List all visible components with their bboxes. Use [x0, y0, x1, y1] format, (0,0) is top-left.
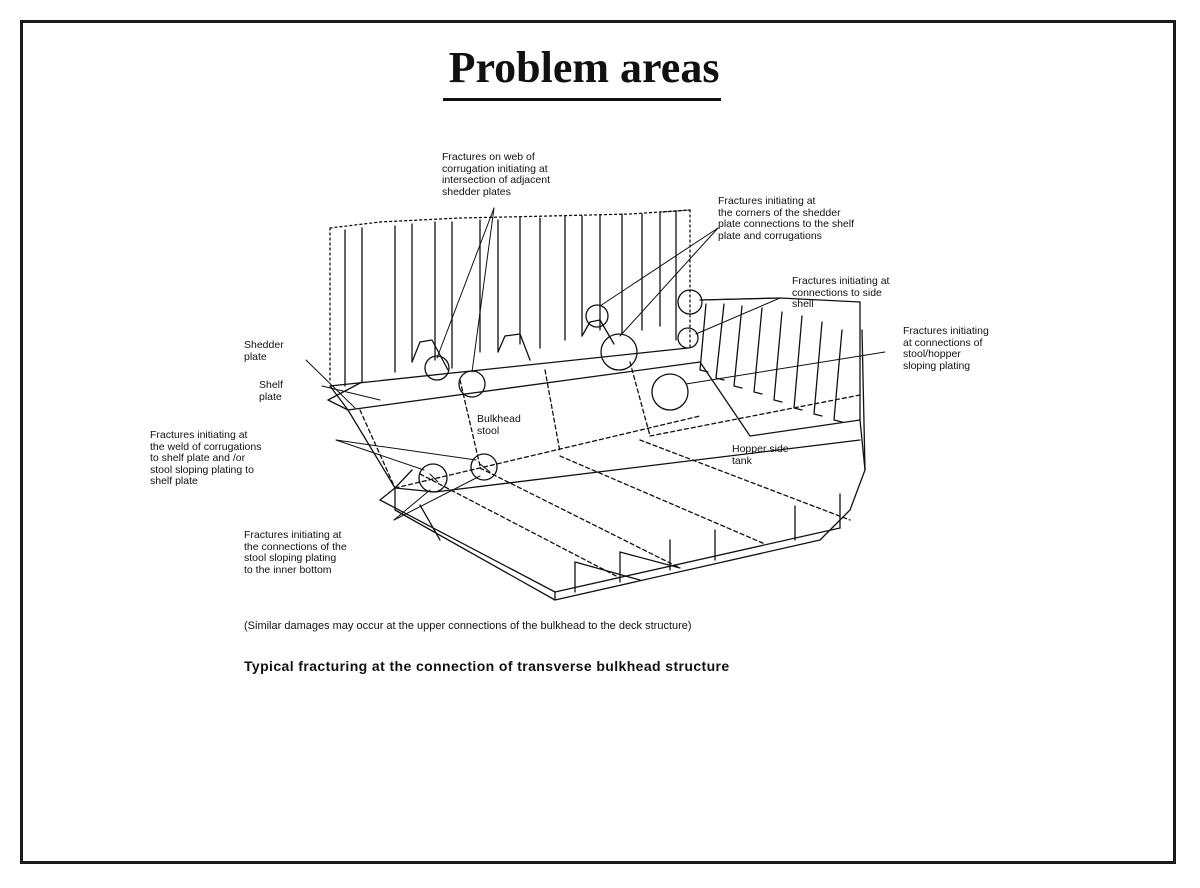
hopper-side-tank — [699, 297, 866, 541]
label-hopper-side-tank: Hopper side tank — [732, 443, 789, 467]
corrugation-lines — [344, 211, 677, 387]
label-bulkhead-stool: Bulkhead stool — [477, 413, 521, 437]
label-fractures-web-corrugation: Fractures on web of corrugation initiati… — [442, 151, 550, 198]
label-fractures-shedder-corners: Fractures initiating at the corners of t… — [718, 195, 855, 242]
shedder-plates — [411, 319, 615, 371]
shelf-plate — [327, 347, 701, 411]
slide-title: Problem areas — [448, 43, 720, 92]
label-fractures-inner-bottom: Fractures initiating at the connections … — [244, 529, 347, 576]
label-shelf-plate: Shelf plate — [259, 379, 283, 403]
leader-lines — [305, 207, 886, 521]
fracture-circles — [418, 289, 703, 493]
stool-sloping-plating — [347, 361, 751, 489]
title-underline — [443, 98, 721, 101]
label-shedder-plate: Shedder plate — [244, 339, 284, 363]
corrugated-bulkhead — [329, 209, 691, 381]
slide-frame — [20, 20, 1176, 864]
side-shell-frames — [699, 303, 843, 423]
label-fractures-stool-hopper: Fractures initiating at connections of s… — [903, 325, 989, 372]
similar-damage-note: (Similar damages may occur at the upper … — [244, 620, 692, 632]
label-fractures-weld: Fractures initiating at the weld of corr… — [150, 429, 262, 487]
label-fractures-side-shell: Fractures initiating at connections to s… — [792, 275, 890, 310]
figure-caption: Typical fracturing at the connection of … — [244, 658, 730, 674]
